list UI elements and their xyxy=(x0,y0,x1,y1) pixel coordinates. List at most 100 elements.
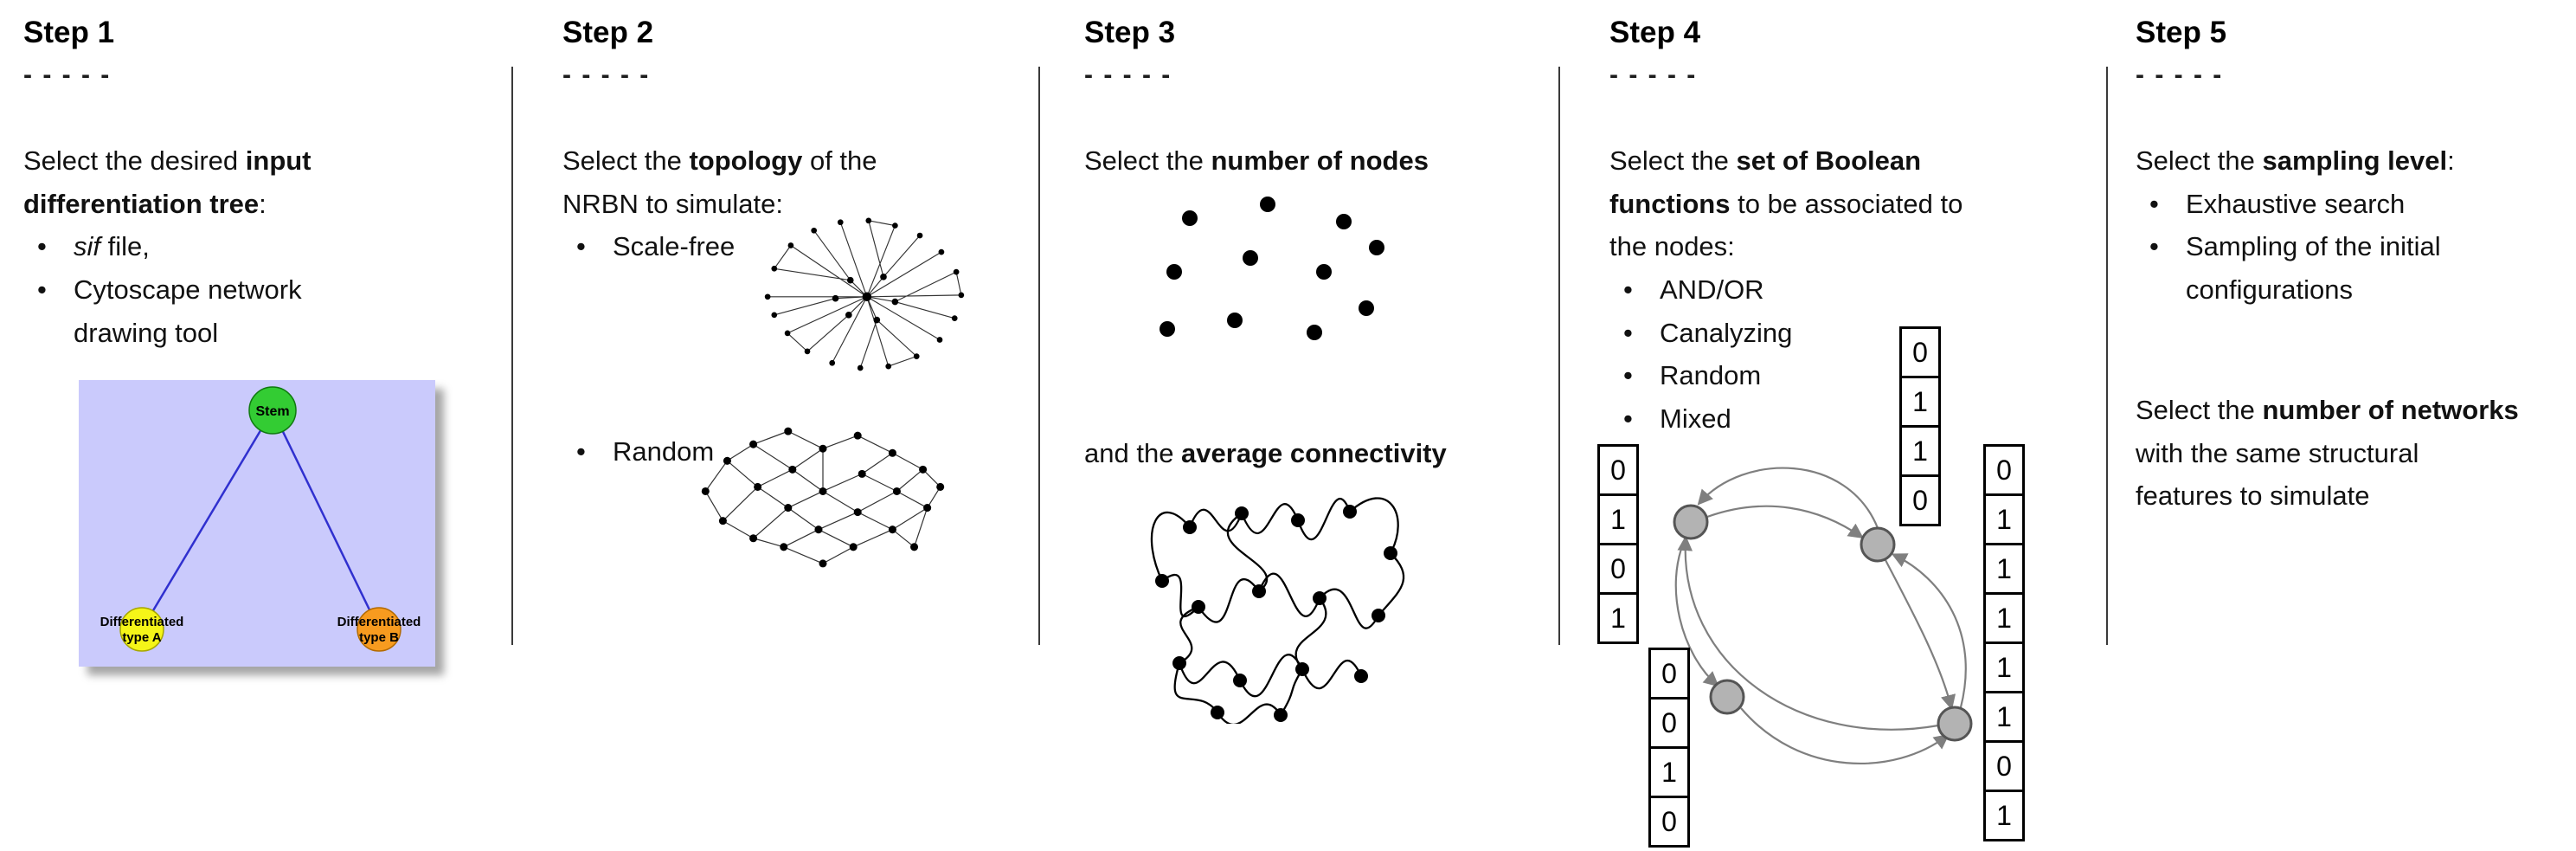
scale-free-label: Scale-free xyxy=(613,231,736,262)
column-divider-2 xyxy=(1038,67,1040,645)
truth-table-left: 0 1 0 1 xyxy=(1597,444,1639,644)
step-4-intro-pre: Select the xyxy=(1609,145,1737,177)
initial-config-sampling-label: Sampling of the initial configurations xyxy=(2186,231,2441,306)
step-1-options: sif file, Cytoscape network drawing tool xyxy=(23,225,369,354)
step-4-intro-post: to be associated to the nodes: xyxy=(1609,188,1963,262)
step-5-intro-bold: sampling level xyxy=(2262,145,2448,177)
step-5-second-pre: Select the xyxy=(2136,395,2263,425)
option-cytoscape: Cytoscape network drawing tool xyxy=(23,268,369,354)
boolean-network-image xyxy=(1673,467,1973,765)
step-3-intro-pre: Select the xyxy=(1084,145,1211,177)
step-1-intro-pre: Select the desired xyxy=(23,145,246,177)
type-b-label-line1: Differentiated xyxy=(337,615,421,629)
truth-table-cell: 1 xyxy=(1597,592,1639,644)
type-a-node xyxy=(119,607,164,652)
truth-table-cell: 1 xyxy=(1983,790,2025,841)
step-5-intro-pre: Select the xyxy=(2136,145,2263,177)
step-5-second-bold: number of networks xyxy=(2262,395,2519,425)
step-2-intro: Select the topology of the NRBN to simul… xyxy=(562,139,935,225)
truth-table-cell: 1 xyxy=(1983,641,2025,693)
column-divider-4 xyxy=(2106,67,2108,645)
step-1-intro-bold: input differentiation tree xyxy=(23,145,312,219)
step-5-dashes: - - - - - xyxy=(2136,61,2224,90)
step-4-panel: Step 4 - - - - - Select the set of Boole… xyxy=(1597,16,2094,848)
option-sif-file: sif file, xyxy=(23,225,369,268)
step-1-intro-post: : xyxy=(259,188,267,219)
truth-table-cell: 1 xyxy=(1983,543,2025,595)
differentiation-tree-svg: Stem Differentiated type A Differentiate… xyxy=(79,380,435,667)
truth-table-cell: 1 xyxy=(1648,746,1690,798)
step-1-panel: Step 1 - - - - - Select the desired inpu… xyxy=(23,16,435,667)
nodes-scatter-image xyxy=(1160,197,1384,340)
step-3-intro: Select the number of nodes xyxy=(1084,139,1517,183)
canalyzing-label: Canalyzing xyxy=(1660,317,1793,348)
boolean-node-3 xyxy=(1709,679,1745,715)
truth-table-cell: 0 xyxy=(1648,796,1690,848)
sif-rest: file, xyxy=(100,231,150,262)
step-5-title: Step 5 xyxy=(2136,16,2227,49)
type-b-node xyxy=(357,607,401,652)
tree-edge-b xyxy=(271,409,381,630)
truth-table-right: 0 1 1 1 1 1 0 1 xyxy=(1983,444,2025,841)
step-4-intro: Select the set of Boolean functions to b… xyxy=(1609,139,2007,268)
step-4-options: AND/OR Canalyzing Random Mixed xyxy=(1609,268,2094,440)
step-3-dashes: - - - - - xyxy=(1084,61,1172,90)
step-2-intro-bold: topology xyxy=(689,145,803,177)
stem-node xyxy=(248,386,297,435)
and-or-label: AND/OR xyxy=(1660,274,1764,306)
truth-table-top: 0 1 1 0 xyxy=(1899,326,1941,526)
step-1-title: Step 1 xyxy=(23,16,115,49)
step-5-intro: Select the sampling level: xyxy=(2136,139,2551,183)
truth-table-cell: 1 xyxy=(1899,376,1941,428)
sif-italic: sif xyxy=(74,231,100,262)
truth-table-cell: 0 xyxy=(1983,444,2025,496)
step-2-title: Step 2 xyxy=(562,16,654,49)
step-2-dashes: - - - - - xyxy=(562,61,651,90)
truth-table-cell: 1 xyxy=(1899,425,1941,477)
option-random: Random xyxy=(562,430,714,474)
option-exhaustive-search: Exhaustive search xyxy=(2136,183,2551,226)
tree-edge-a xyxy=(140,409,274,630)
scale-free-network-image xyxy=(764,217,965,371)
boolean-node-2 xyxy=(1860,526,1896,563)
option-scale-free: Scale-free xyxy=(562,225,935,268)
step-3-connectivity-text: and the average connectivity xyxy=(1084,432,1517,475)
column-divider-3 xyxy=(1558,67,1560,645)
mixed-label: Mixed xyxy=(1660,403,1731,434)
step-4-title: Step 4 xyxy=(1609,16,1701,49)
option-initial-config-sampling: Sampling of the initial configurations xyxy=(2136,225,2551,311)
truth-table-cell: 0 xyxy=(1899,326,1941,378)
truth-table-cell: 0 xyxy=(1899,474,1941,526)
truth-table-cell: 1 xyxy=(1983,493,2025,545)
truth-table-cell: 1 xyxy=(1597,493,1639,545)
stem-node-label: Stem xyxy=(255,404,289,419)
truth-table-cell: 1 xyxy=(1983,592,2025,644)
column-divider-1 xyxy=(511,67,513,645)
connectivity-network-image xyxy=(1150,497,1405,724)
step-2-intro-pre: Select the xyxy=(562,145,690,177)
step-3-second-bold: average connectivity xyxy=(1181,438,1447,468)
step-3-second-pre: and the xyxy=(1084,438,1182,468)
truth-table-cell: 1 xyxy=(1983,691,2025,743)
step-3-title: Step 3 xyxy=(1084,16,1176,49)
random-network-image xyxy=(701,427,945,568)
step-1-intro: Select the desired input differentiation… xyxy=(23,139,369,225)
cytoscape-label: Cytoscape network drawing tool xyxy=(74,274,302,348)
differentiation-tree-image: Stem Differentiated type A Differentiate… xyxy=(79,380,435,667)
type-a-label-line1: Differentiated xyxy=(100,615,184,629)
step-3-panel: Step 3 - - - - - Select the number of no… xyxy=(1084,16,1517,795)
random-functions-label: Random xyxy=(1660,360,1762,391)
step-5-intro-post: : xyxy=(2447,145,2455,177)
step-1-dashes: - - - - - xyxy=(23,61,112,90)
step-4-intro-bold: set of Boolean functions xyxy=(1609,145,1922,219)
option-random-functions: Random xyxy=(1609,354,2094,397)
type-a-label-line2: type A xyxy=(122,630,161,645)
step-3-intro-bold: number of nodes xyxy=(1211,145,1429,177)
random-label: Random xyxy=(613,436,715,467)
truth-table-cell: 0 xyxy=(1648,697,1690,749)
step-5-panel: Step 5 - - - - - Select the sampling lev… xyxy=(2136,16,2551,795)
step-4-dashes: - - - - - xyxy=(1609,61,1698,90)
step-5-second-post: with the same structural features to sim… xyxy=(2136,437,2419,512)
step-5-networks-text: Select the number of networks with the s… xyxy=(2136,389,2521,518)
